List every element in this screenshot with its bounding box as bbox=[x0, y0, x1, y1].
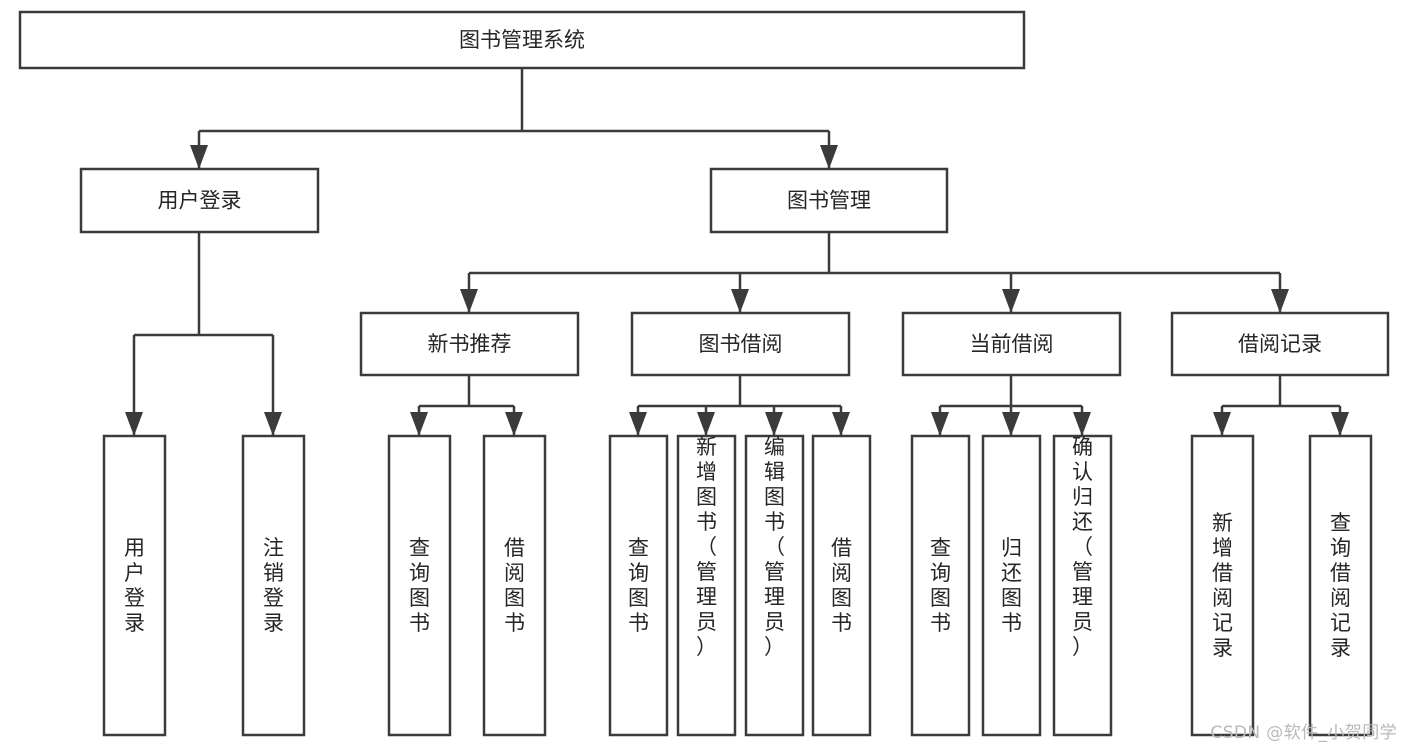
node-box-leaf-add-book[interactable] bbox=[676, 434, 737, 737]
node-leaf-borrow-book-rec[interactable]: 借阅图书 bbox=[482, 434, 547, 737]
node-label-root: 图书管理系统 bbox=[459, 28, 585, 52]
node-box-leaf-query-book-cur[interactable] bbox=[910, 434, 971, 737]
node-label-leaf-query-book-rec: 查询图书 bbox=[409, 536, 430, 635]
arrow-head-icon bbox=[1002, 412, 1020, 436]
node-user-login[interactable]: 用户登录 bbox=[79, 167, 320, 234]
arrow-head-icon bbox=[765, 412, 783, 436]
node-leaf-query-book-cur[interactable]: 查询图书 bbox=[910, 434, 971, 737]
arrow-head-icon bbox=[505, 412, 523, 436]
node-box-book-borrow[interactable] bbox=[630, 311, 851, 377]
node-box-book-manage[interactable] bbox=[709, 167, 949, 234]
node-leaf-query-book-rec[interactable]: 查询图书 bbox=[387, 434, 452, 737]
node-label-leaf-add-book: 新增图书（管理员） bbox=[696, 435, 717, 659]
node-box-leaf-add-record[interactable] bbox=[1190, 434, 1255, 737]
node-label-book-manage: 图书管理 bbox=[787, 189, 871, 213]
node-label-leaf-confirm-return: 确认归还（管理员） bbox=[1072, 435, 1093, 659]
arrow-head-icon bbox=[820, 145, 838, 169]
node-label-leaf-borrow-book: 借阅图书 bbox=[831, 536, 852, 635]
arrow-head-icon bbox=[731, 289, 749, 313]
node-leaf-user-login[interactable]: 用户登录 bbox=[102, 434, 167, 737]
arrow-head-icon bbox=[931, 412, 949, 436]
node-box-leaf-confirm-return[interactable] bbox=[1052, 434, 1113, 737]
node-current-borrow[interactable]: 当前借阅 bbox=[901, 311, 1122, 377]
node-leaf-query-book-borrow[interactable]: 查询图书 bbox=[608, 434, 669, 737]
node-box-leaf-borrow-book[interactable] bbox=[811, 434, 872, 737]
node-borrow-record[interactable]: 借阅记录 bbox=[1170, 311, 1390, 377]
arrow-head-icon bbox=[832, 412, 850, 436]
node-label-leaf-borrow-book-rec: 借阅图书 bbox=[504, 536, 525, 635]
node-label-borrow-record: 借阅记录 bbox=[1238, 332, 1322, 356]
node-leaf-confirm-return[interactable]: 确认归还（管理员） bbox=[1052, 434, 1113, 737]
node-box-borrow-record[interactable] bbox=[1170, 311, 1390, 377]
node-box-user-login[interactable] bbox=[79, 167, 320, 234]
node-label-leaf-query-book-cur: 查询图书 bbox=[930, 536, 951, 635]
node-box-leaf-query-book-borrow[interactable] bbox=[608, 434, 669, 737]
arrow-head-icon bbox=[264, 412, 282, 436]
node-label-leaf-add-record: 新增借阅记录 bbox=[1212, 511, 1233, 660]
node-label-leaf-edit-book: 编辑图书（管理员） bbox=[764, 435, 785, 659]
node-leaf-add-book[interactable]: 新增图书（管理员） bbox=[676, 434, 737, 737]
node-label-leaf-user-login: 用户登录 bbox=[124, 536, 145, 635]
node-leaf-add-record[interactable]: 新增借阅记录 bbox=[1190, 434, 1255, 737]
node-book-manage[interactable]: 图书管理 bbox=[709, 167, 949, 234]
node-leaf-return-book[interactable]: 归还图书 bbox=[981, 434, 1042, 737]
node-leaf-logout[interactable]: 注销登录 bbox=[241, 434, 306, 737]
arrow-head-icon bbox=[1213, 412, 1231, 436]
node-label-new-book-recommend: 新书推荐 bbox=[428, 332, 512, 356]
arrow-head-icon bbox=[410, 412, 428, 436]
arrow-head-icon bbox=[125, 412, 143, 436]
node-box-root[interactable] bbox=[18, 10, 1026, 70]
arrow-head-icon bbox=[1271, 289, 1289, 313]
node-label-book-borrow: 图书借阅 bbox=[699, 332, 783, 356]
arrow-head-icon bbox=[1331, 412, 1349, 436]
node-box-leaf-query-book-rec[interactable] bbox=[387, 434, 452, 737]
arrow-head-icon bbox=[190, 145, 208, 169]
arrow-head-icon bbox=[1073, 412, 1091, 436]
node-label-leaf-query-record: 查询借阅记录 bbox=[1330, 511, 1351, 660]
node-box-leaf-query-record[interactable] bbox=[1308, 434, 1373, 737]
node-label-user-login: 用户登录 bbox=[158, 189, 242, 213]
node-book-borrow[interactable]: 图书借阅 bbox=[630, 311, 851, 377]
node-label-current-borrow: 当前借阅 bbox=[970, 332, 1054, 356]
node-label-leaf-logout: 注销登录 bbox=[263, 536, 284, 635]
node-label-leaf-return-book: 归还图书 bbox=[1001, 536, 1022, 635]
node-new-book-recommend[interactable]: 新书推荐 bbox=[359, 311, 580, 377]
arrow-head-icon bbox=[460, 289, 478, 313]
node-box-leaf-logout[interactable] bbox=[241, 434, 306, 737]
node-root[interactable]: 图书管理系统 bbox=[18, 10, 1026, 70]
node-label-leaf-query-book-borrow: 查询图书 bbox=[628, 536, 649, 635]
arrow-head-icon bbox=[697, 412, 715, 436]
node-box-leaf-return-book[interactable] bbox=[981, 434, 1042, 737]
node-box-new-book-recommend[interactable] bbox=[359, 311, 580, 377]
node-box-current-borrow[interactable] bbox=[901, 311, 1122, 377]
node-leaf-query-record[interactable]: 查询借阅记录 bbox=[1308, 434, 1373, 737]
arrow-head-icon bbox=[629, 412, 647, 436]
node-leaf-borrow-book[interactable]: 借阅图书 bbox=[811, 434, 872, 737]
arrow-head-icon bbox=[1002, 289, 1020, 313]
node-leaf-edit-book[interactable]: 编辑图书（管理员） bbox=[744, 434, 805, 737]
node-box-leaf-borrow-book-rec[interactable] bbox=[482, 434, 547, 737]
node-box-leaf-edit-book[interactable] bbox=[744, 434, 805, 737]
node-box-leaf-user-login[interactable] bbox=[102, 434, 167, 737]
